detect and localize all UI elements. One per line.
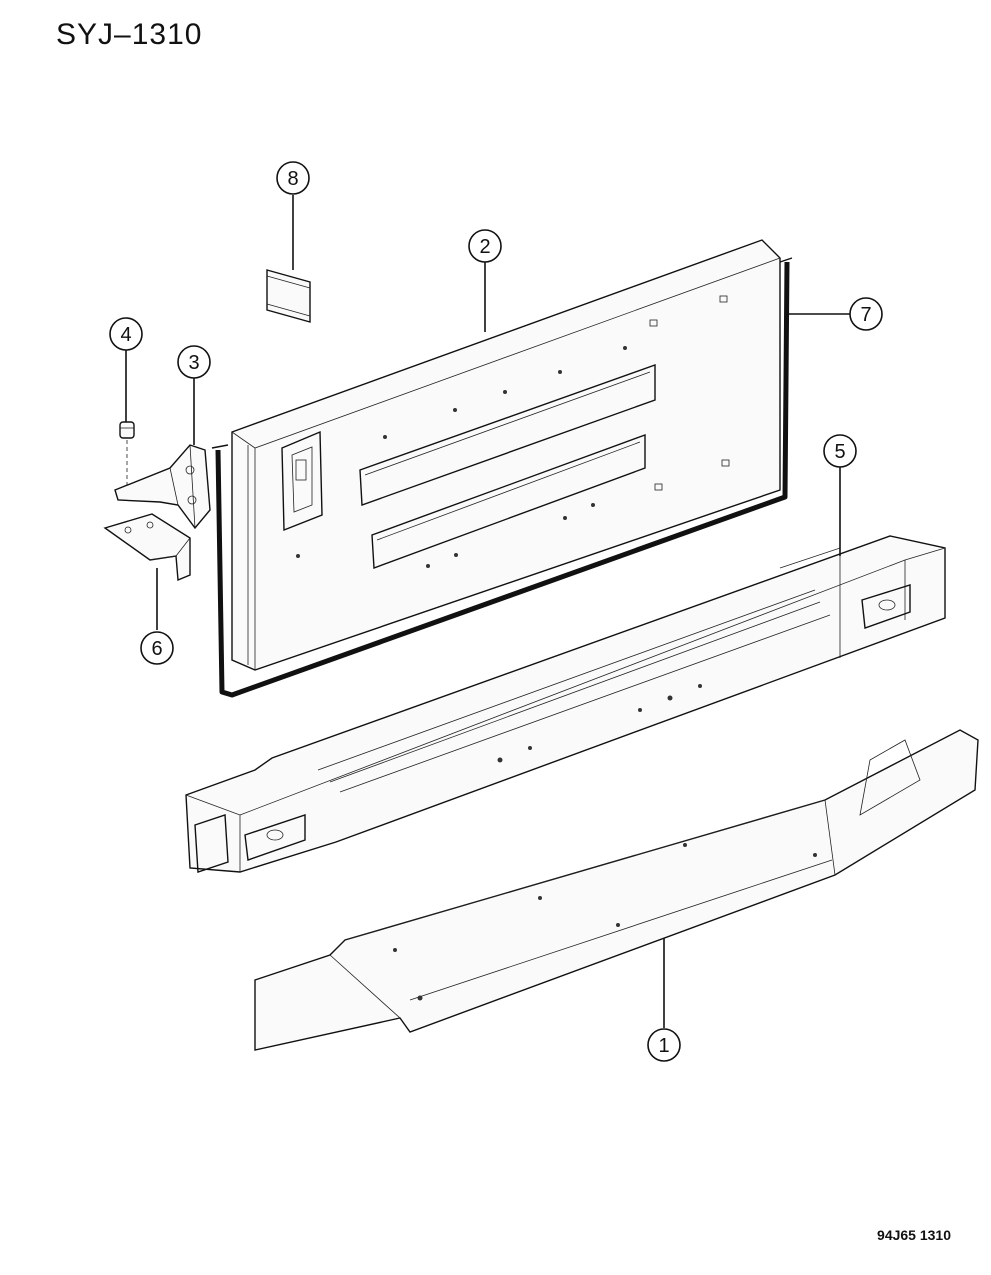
svg-text:7: 7 bbox=[860, 304, 871, 326]
callout-8: 8 bbox=[276, 161, 310, 195]
callout-2: 2 bbox=[468, 229, 502, 263]
svg-text:2: 2 bbox=[479, 236, 490, 258]
svg-text:4: 4 bbox=[120, 324, 131, 346]
crossmember bbox=[185, 535, 946, 873]
hinge bbox=[114, 444, 211, 530]
bolt bbox=[119, 421, 135, 490]
tailgate-tag bbox=[266, 269, 311, 323]
tailgate-panel bbox=[231, 239, 781, 671]
sill-plate bbox=[254, 729, 979, 1051]
tailgate-seal bbox=[211, 257, 793, 698]
hinge-bracket bbox=[103, 513, 191, 582]
svg-text:1: 1 bbox=[658, 1035, 669, 1057]
callout-1: 1 bbox=[647, 1028, 681, 1062]
callout-6: 6 bbox=[140, 631, 174, 665]
svg-text:3: 3 bbox=[188, 352, 199, 374]
callout-5: 5 bbox=[823, 434, 857, 468]
svg-text:6: 6 bbox=[151, 638, 162, 660]
drawing-code: 94J65 1310 bbox=[877, 1227, 951, 1243]
callout-3: 3 bbox=[177, 345, 211, 379]
svg-text:5: 5 bbox=[834, 441, 845, 463]
callout-7: 7 bbox=[849, 297, 883, 331]
diagram-id: SYJ–1310 bbox=[56, 18, 203, 51]
svg-text:8: 8 bbox=[287, 168, 298, 190]
callout-4: 4 bbox=[109, 317, 143, 351]
